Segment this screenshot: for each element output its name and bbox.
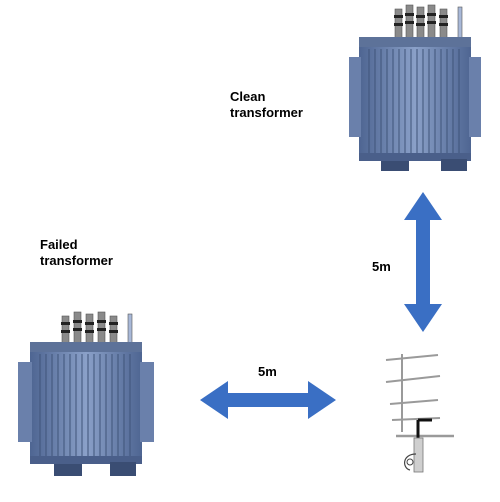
yagi-antenna-icon <box>385 354 454 473</box>
double-arrow-vertical-icon <box>404 192 442 332</box>
failed-label-line1: Failed <box>40 237 78 252</box>
failed-transformer-label: Failed transformer <box>40 237 113 269</box>
double-arrow-horizontal-icon <box>200 381 336 419</box>
clean-label-line2: transformer <box>230 105 303 120</box>
failed-transformer-icon <box>18 311 154 476</box>
clean-transformer-icon <box>349 4 481 171</box>
failed-label-line2: transformer <box>40 253 113 268</box>
distance-horizontal-label: 5m <box>258 364 277 379</box>
clean-label-line1: Clean <box>230 89 266 104</box>
distance-vertical-label: 5m <box>372 259 391 274</box>
clean-transformer-label: Clean transformer <box>230 89 303 121</box>
